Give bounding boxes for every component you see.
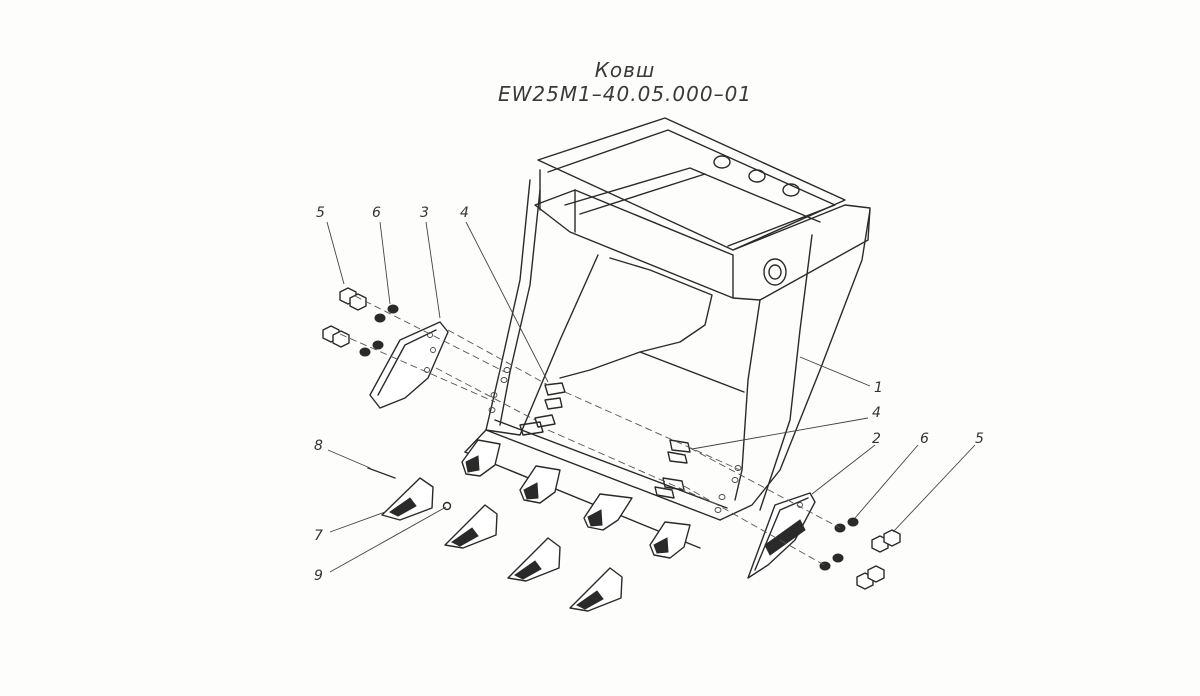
- callout-4-right: 4: [872, 405, 881, 421]
- pin: [367, 467, 396, 479]
- left-side-cutter: [369, 321, 449, 409]
- callout-5-right: 5: [975, 431, 984, 447]
- bolts: [519, 382, 691, 499]
- callout-8: 8: [314, 438, 323, 454]
- drawing-part-number: EW25M1–40.05.000–01: [497, 82, 753, 106]
- assembly-lines: [339, 295, 841, 567]
- leader-lines: [326, 221, 976, 573]
- callout-5-left: 5: [316, 205, 325, 221]
- drawing-title: Ковш: [594, 58, 656, 82]
- callout-6-left: 6: [372, 205, 381, 221]
- callout-9: 9: [314, 568, 323, 584]
- callout-1: 1: [874, 380, 883, 396]
- callout-2: 2: [872, 431, 881, 447]
- callout-4-top: 4: [460, 205, 469, 221]
- right-side-cutter: [747, 492, 816, 579]
- callout-6-right: 6: [920, 431, 929, 447]
- retainer-ring: [442, 501, 452, 511]
- left-fasteners: [322, 287, 399, 357]
- callout-7: 7: [314, 528, 323, 544]
- right-fasteners: [819, 517, 901, 590]
- tooth-adapters: [461, 439, 691, 559]
- callout-3: 3: [420, 205, 429, 221]
- loose-teeth: [381, 477, 623, 612]
